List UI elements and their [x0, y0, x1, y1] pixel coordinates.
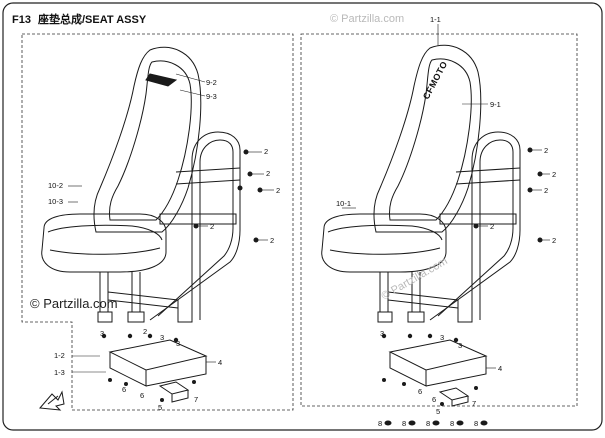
left-bolts [101, 149, 263, 402]
right-dashed-group-box [300, 33, 578, 407]
diagram-code: F13 [12, 14, 31, 26]
left-callout-2d: 2 [270, 236, 274, 245]
left-callout-10-3: 10-3 [48, 197, 63, 206]
right-callout-5: 5 [436, 407, 440, 416]
right-leader-lines [342, 24, 550, 369]
left-callout-9-3: 9-3 [206, 92, 217, 101]
left-callout-3b: 3 [160, 333, 164, 342]
right-callout-3a: 3 [380, 329, 384, 338]
front-direction-arrow-icon [38, 390, 65, 411]
right-callout-8c: 8 [426, 419, 430, 428]
right-nut-row [384, 420, 488, 426]
left-callout-10-2: 10-2 [48, 181, 63, 190]
left-callout-2a: 2 [264, 147, 268, 156]
right-callout-8b: 8 [402, 419, 406, 428]
right-callout-9-1: 9-1 [490, 100, 501, 109]
left-callout-1-3: 1-3 [54, 368, 65, 377]
left-callout-6a: 6 [122, 385, 126, 394]
seat-logo-text: CFMOTO [421, 59, 449, 101]
right-callout-2e: 2 [490, 222, 494, 231]
diagram-title: 座垫总成/SEAT ASSY [37, 12, 147, 26]
left-callout-2f: 2 [143, 327, 147, 336]
right-seat-drawing [321, 44, 482, 323]
left-callout-7: 7 [194, 395, 198, 404]
left-callout-3c: 3 [176, 339, 180, 348]
watermark-faint-top: © Partzilla.com [330, 13, 404, 25]
outer-frame [2, 2, 603, 431]
right-callout-4: 4 [498, 364, 502, 373]
left-callout-3a: 3 [100, 329, 104, 338]
right-callout-2d: 2 [552, 236, 556, 245]
right-callout-6a: 6 [418, 387, 422, 396]
left-dashed-group-box [21, 33, 294, 411]
left-callout-4: 4 [218, 358, 222, 367]
right-callout-2c: 2 [544, 186, 548, 195]
right-bolts [381, 147, 543, 406]
right-callout-1-1: 1-1 [430, 15, 441, 24]
right-callout-10-1: 10-1 [336, 199, 351, 208]
right-callout-8e: 8 [474, 419, 478, 428]
right-callout-7: 7 [472, 399, 476, 408]
right-callout-6b: 6 [432, 395, 436, 404]
left-callout-9-2: 9-2 [206, 78, 217, 87]
left-callout-2b: 2 [266, 169, 270, 178]
left-roll-bar [149, 131, 241, 321]
right-callout-2a: 2 [544, 146, 548, 155]
right-seat-base [388, 339, 488, 407]
left-seat-drawing [41, 46, 202, 323]
right-callout-3b: 3 [440, 333, 444, 342]
right-callout-8a: 8 [378, 419, 382, 428]
left-seat-base [108, 339, 208, 403]
right-roll-bar [429, 131, 521, 321]
left-leader-lines [68, 73, 274, 373]
left-callout-2c: 2 [276, 186, 280, 195]
left-callout-5: 5 [158, 403, 162, 412]
left-callout-2e: 2 [210, 222, 214, 231]
left-callout-6b: 6 [140, 391, 144, 400]
watermark-main: © Partzilla.com [30, 296, 118, 311]
right-callout-2b: 2 [552, 170, 556, 179]
right-callout-8d: 8 [450, 419, 454, 428]
left-callout-1-2: 1-2 [54, 351, 65, 360]
right-callout-3c: 3 [458, 341, 462, 350]
